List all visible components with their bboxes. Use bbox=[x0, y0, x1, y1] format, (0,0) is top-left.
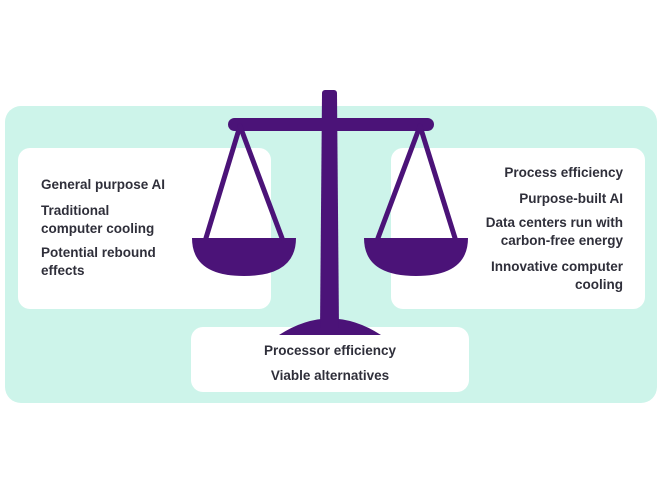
left-item-general-purpose-ai: General purpose AI bbox=[41, 177, 166, 192]
left-string-outer bbox=[203, 123, 243, 241]
right-pan bbox=[364, 238, 468, 276]
scale-knob bbox=[322, 90, 337, 98]
right-card: Process efficiency Purpose-built AI Data… bbox=[391, 148, 645, 309]
left-card: General purpose AI Traditional computer … bbox=[18, 148, 271, 309]
right-string-outer bbox=[417, 123, 458, 241]
right-item-innovative-cooling: Innovative computer cooling bbox=[490, 259, 623, 292]
right-item-process-efficiency: Process efficiency bbox=[504, 165, 623, 180]
right-string-inner bbox=[375, 123, 423, 241]
bottom-item-viable-alternatives: Viable alternatives bbox=[270, 368, 390, 383]
left-pan bbox=[192, 238, 296, 276]
left-item-traditional-cooling: Traditional computer cooling bbox=[41, 203, 155, 236]
bottom-item-processor-efficiency: Processor efficiency bbox=[263, 343, 397, 358]
scale-beam bbox=[228, 118, 434, 131]
left-item-rebound-effects: Potential rebound effects bbox=[41, 245, 156, 278]
bottom-card: Processor efficiency Viable alternatives bbox=[191, 327, 469, 392]
scale-pillar bbox=[320, 93, 339, 330]
right-item-carbon-free-data-centers: Data centers run with carbon-free energy bbox=[485, 215, 623, 248]
left-string-inner bbox=[237, 123, 285, 241]
right-item-purpose-built-ai: Purpose-built AI bbox=[519, 191, 623, 206]
